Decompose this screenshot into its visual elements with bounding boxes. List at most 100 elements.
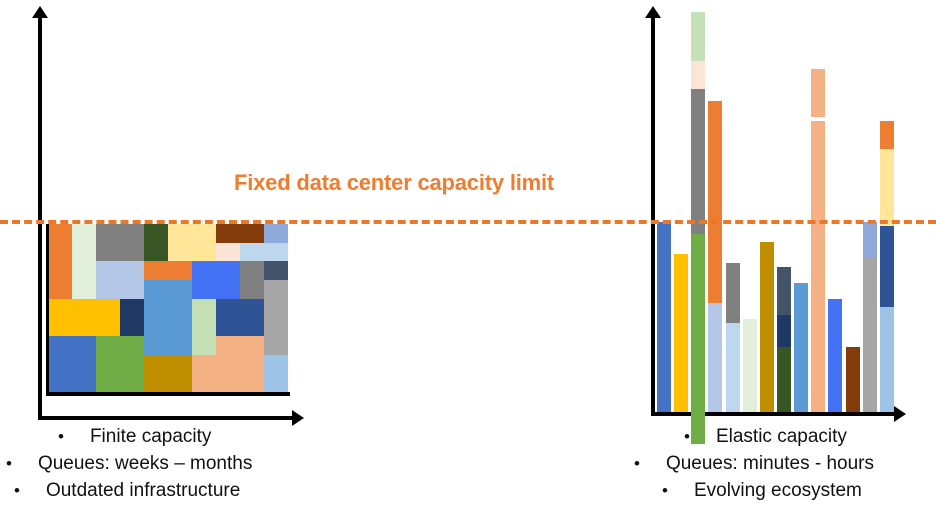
capacity-block-r3-c3 xyxy=(120,279,144,299)
capacity-block-r3-c1 xyxy=(72,279,96,299)
bar-2-segment-0 xyxy=(674,254,689,412)
capacity-block-r5-c8 xyxy=(240,317,264,336)
capacity-block-r4-c2 xyxy=(96,298,120,318)
capacity-block-r4-c3 xyxy=(120,298,144,318)
bullet-item: • Queues: minutes - hours xyxy=(616,451,936,478)
capacity-limit-label: Fixed data center capacity limit xyxy=(234,170,555,195)
capacity-block-r5-c2 xyxy=(96,317,120,336)
right-y-axis xyxy=(651,16,655,416)
bullet-item: •Outdated infrastructure xyxy=(0,478,320,505)
capacity-block-r3-c6 xyxy=(192,279,216,299)
capacity-block-r1-c9 xyxy=(264,242,288,262)
capacity-block-r8-c6 xyxy=(192,373,216,392)
bar-14 xyxy=(879,121,894,412)
capacity-block-r4-c0 xyxy=(48,298,72,318)
bar-4-segment-0 xyxy=(708,100,723,303)
capacity-block-r4-c4 xyxy=(144,298,168,318)
capacity-block-r7-c3 xyxy=(120,354,144,374)
bar-8 xyxy=(777,266,791,412)
capacity-block-r2-c0 xyxy=(48,261,72,280)
capacity-block-r0-c6 xyxy=(192,224,216,243)
capacity-block-r8-c0 xyxy=(48,373,72,392)
capacity-block-r0-c0 xyxy=(48,224,72,243)
left-x-axis xyxy=(38,416,294,420)
capacity-block-r2-c5 xyxy=(168,261,192,280)
capacity-block-r8-c5 xyxy=(168,373,192,392)
right-y-axis-arrow xyxy=(645,6,661,18)
capacity-block-r8-c9 xyxy=(264,373,288,392)
capacity-block-r1-c4 xyxy=(144,242,168,262)
bar-10-segment-1 xyxy=(811,117,826,122)
capacity-block-r4-c1 xyxy=(72,298,96,318)
bar-9 xyxy=(794,282,809,412)
bar-10 xyxy=(811,68,826,412)
bullet-label: Queues: minutes - hours xyxy=(665,452,874,474)
capacity-block-r3-c4 xyxy=(144,279,168,299)
capacity-block-r8-c2 xyxy=(96,373,120,392)
capacity-block-r2-c7 xyxy=(216,261,240,280)
bar-9-segment-0 xyxy=(794,282,809,412)
capacity-block-r0-c8 xyxy=(240,224,264,243)
right-elastic-bar-chart xyxy=(657,8,897,445)
capacity-block-r1-c8 xyxy=(240,242,264,262)
left-y-axis xyxy=(38,16,42,420)
bullet-dot-icon: • xyxy=(14,480,20,500)
bar-14-segment-2 xyxy=(879,226,894,307)
capacity-block-r8-c8 xyxy=(240,373,264,392)
capacity-block-r1-c0 xyxy=(48,242,72,262)
capacity-block-r7-c7 xyxy=(216,354,240,374)
capacity-block-r6-c3 xyxy=(120,335,144,355)
capacity-block-r8-c1 xyxy=(72,373,96,392)
bar-11 xyxy=(828,298,843,412)
bar-5 xyxy=(725,262,740,412)
right-x-axis-arrow xyxy=(894,406,906,422)
bar-14-segment-3 xyxy=(879,306,894,412)
capacity-block-r4-c6 xyxy=(192,298,216,318)
left-grid-baseline xyxy=(46,392,290,396)
capacity-block-r5-c4 xyxy=(144,317,168,336)
capacity-block-r1-c2 xyxy=(96,242,120,262)
capacity-block-r1-c6 xyxy=(192,242,216,262)
bar-8-segment-1 xyxy=(777,315,791,348)
capacity-block-r0-c4 xyxy=(144,224,168,243)
bar-3-segment-0 xyxy=(691,12,706,61)
bullet-label: Elastic capacity xyxy=(715,426,847,447)
capacity-block-r5-c0 xyxy=(48,317,72,336)
capacity-block-r2-c9 xyxy=(264,261,288,280)
capacity-block-r7-c2 xyxy=(96,354,120,374)
capacity-block-r2-c6 xyxy=(192,261,216,280)
capacity-block-r0-c2 xyxy=(96,224,120,243)
bar-6 xyxy=(742,319,757,412)
capacity-block-r6-c6 xyxy=(192,335,216,355)
bullet-dot-icon: • xyxy=(634,453,640,473)
capacity-block-r3-c9 xyxy=(264,279,288,299)
capacity-block-r6-c8 xyxy=(240,335,264,355)
bar-12-segment-0 xyxy=(845,347,860,412)
bar-1 xyxy=(657,222,671,412)
capacity-block-r0-c5 xyxy=(168,224,192,243)
bullet-item: •Finite capacity xyxy=(0,424,320,451)
bullet-item: •Elastic capacity xyxy=(616,424,936,451)
bar-13-segment-0 xyxy=(862,222,877,259)
bar-11-segment-0 xyxy=(828,298,843,412)
bullet-item: •Evolving ecosystem xyxy=(616,478,936,505)
bar-4-segment-1 xyxy=(708,302,723,412)
bar-3 xyxy=(691,12,706,445)
bar-5-segment-0 xyxy=(725,262,740,324)
bar-2 xyxy=(674,254,689,412)
bar-1-segment-0 xyxy=(657,222,671,412)
capacity-block-r6-c0 xyxy=(48,335,72,355)
capacity-block-r0-c7 xyxy=(216,224,240,243)
left-bullet-list: •Finite capacity•Queues: weeks – months•… xyxy=(0,424,320,505)
capacity-block-r2-c8 xyxy=(240,261,264,280)
bullet-dot-icon: • xyxy=(6,453,12,473)
right-x-axis xyxy=(651,412,896,416)
capacity-block-r4-c5 xyxy=(168,298,192,318)
bar-3-segment-2 xyxy=(691,88,706,235)
left-y-axis-arrow xyxy=(32,6,48,18)
bar-7 xyxy=(759,242,774,412)
capacity-block-r3-c8 xyxy=(240,279,264,299)
bar-3-segment-1 xyxy=(691,60,706,89)
capacity-block-r7-c6 xyxy=(192,354,216,374)
